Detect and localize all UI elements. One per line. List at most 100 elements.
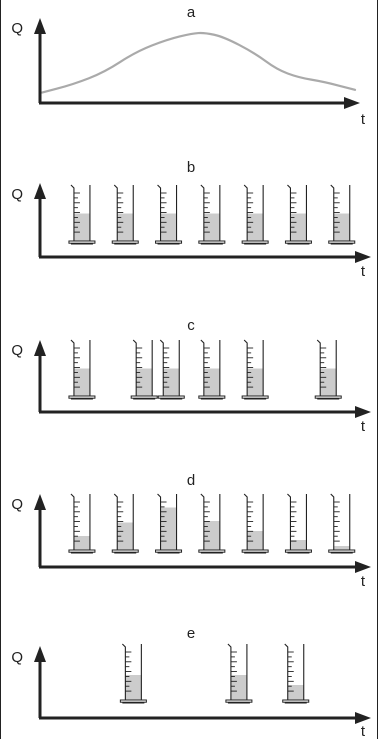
liquid-fill bbox=[290, 540, 307, 550]
x-axis-arrow-icon bbox=[355, 251, 371, 263]
measuring-cylinder bbox=[284, 493, 312, 554]
liquid-fill bbox=[333, 546, 350, 550]
measuring-cylinder bbox=[68, 493, 96, 554]
y-axis-label: Q bbox=[11, 342, 23, 359]
cylinder-base bbox=[241, 549, 269, 553]
panel-label: a bbox=[187, 4, 196, 21]
measuring-cylinder bbox=[157, 339, 185, 400]
measuring-cylinder bbox=[111, 493, 139, 554]
y-axis-label: Q bbox=[11, 496, 23, 513]
cylinder-base bbox=[68, 240, 96, 244]
cylinder-base bbox=[241, 240, 269, 244]
panel-label: e bbox=[187, 625, 195, 642]
measuring-cylinder bbox=[111, 184, 139, 245]
measuring-cylinder bbox=[241, 184, 269, 245]
panel-a: Qt a bbox=[11, 4, 366, 128]
cylinder-base bbox=[198, 549, 226, 553]
liquid-fill bbox=[320, 368, 337, 396]
y-axis-arrow-icon bbox=[34, 494, 46, 510]
liquid-fill bbox=[117, 213, 134, 241]
y-axis-arrow-icon bbox=[34, 646, 46, 662]
panel-label: b bbox=[187, 159, 195, 176]
cylinder-base bbox=[157, 395, 185, 399]
measuring-cylinder bbox=[155, 493, 183, 554]
measuring-cylinder bbox=[225, 643, 253, 704]
cylinder-base bbox=[314, 395, 342, 399]
measuring-cylinder bbox=[155, 184, 183, 245]
cylinder-base bbox=[155, 549, 183, 553]
liquid-fill bbox=[73, 213, 90, 241]
cylinder-base bbox=[241, 395, 269, 399]
cylinder-base bbox=[282, 699, 310, 703]
measuring-cylinder bbox=[284, 184, 312, 245]
measuring-cylinder bbox=[198, 493, 226, 554]
liquid-fill bbox=[160, 507, 177, 550]
cylinder-base bbox=[111, 549, 139, 553]
cylinder-base bbox=[130, 395, 158, 399]
liquid-fill bbox=[287, 685, 304, 700]
liquid-fill bbox=[203, 368, 220, 396]
liquid-fill bbox=[247, 531, 264, 550]
liquid-fill bbox=[117, 522, 134, 550]
panel-label: d bbox=[187, 472, 195, 489]
cylinder-base bbox=[198, 240, 226, 244]
liquid-fill bbox=[73, 368, 90, 396]
cylinder-base bbox=[155, 240, 183, 244]
liquid-fill bbox=[247, 368, 264, 396]
x-axis-label: t bbox=[361, 263, 366, 280]
y-axis-arrow-icon bbox=[34, 340, 46, 356]
measuring-cylinder bbox=[328, 493, 356, 554]
liquid-fill bbox=[333, 213, 350, 241]
panel-d: Qt d bbox=[11, 472, 371, 590]
measuring-cylinder bbox=[68, 339, 96, 400]
measuring-cylinder bbox=[198, 339, 226, 400]
liquid-fill bbox=[163, 368, 180, 396]
measuring-cylinder bbox=[241, 493, 269, 554]
x-axis-arrow-icon bbox=[355, 712, 371, 724]
x-axis-arrow-icon bbox=[355, 561, 371, 573]
measuring-cylinder bbox=[198, 184, 226, 245]
liquid-fill bbox=[203, 521, 220, 550]
cylinder-base bbox=[111, 240, 139, 244]
measuring-cylinder bbox=[130, 339, 158, 400]
measuring-cylinder bbox=[328, 184, 356, 245]
panel-b: Qt b bbox=[11, 159, 371, 280]
cylinder-outline bbox=[330, 493, 351, 551]
x-axis-label: t bbox=[361, 723, 366, 739]
panel-label: c bbox=[187, 317, 195, 334]
liquid-fill bbox=[136, 368, 153, 396]
x-axis-label: t bbox=[361, 418, 366, 435]
cylinder-base bbox=[198, 395, 226, 399]
liquid-fill bbox=[73, 536, 90, 550]
liquid-fill bbox=[290, 213, 307, 241]
x-axis-label: t bbox=[361, 573, 366, 590]
y-axis-label: Q bbox=[11, 186, 23, 203]
liquid-fill bbox=[160, 213, 177, 241]
liquid-fill bbox=[247, 213, 264, 241]
x-axis-label: t bbox=[361, 111, 366, 128]
cylinder-base bbox=[225, 699, 253, 703]
x-axis-arrow-icon bbox=[344, 97, 360, 109]
cylinder-base bbox=[328, 240, 356, 244]
measuring-cylinder bbox=[241, 339, 269, 400]
cylinder-base bbox=[328, 549, 356, 553]
cylinder-base bbox=[68, 549, 96, 553]
liquid-fill bbox=[125, 675, 142, 700]
cylinder-base bbox=[119, 699, 147, 703]
y-axis-label: Q bbox=[11, 649, 23, 666]
measuring-cylinder bbox=[314, 339, 342, 400]
x-axis-arrow-icon bbox=[355, 406, 371, 418]
liquid-fill bbox=[230, 675, 247, 700]
y-axis-arrow-icon bbox=[34, 18, 46, 34]
y-axis-arrow-icon bbox=[34, 183, 46, 199]
y-axis-label: Q bbox=[11, 20, 23, 37]
cylinder-base bbox=[284, 240, 312, 244]
panel-e: Qt e bbox=[11, 625, 371, 739]
measuring-cylinder bbox=[119, 643, 147, 704]
cylinder-base bbox=[284, 549, 312, 553]
cylinder-base bbox=[68, 395, 96, 399]
panel-c: Qt c bbox=[11, 317, 371, 435]
measuring-cylinder bbox=[68, 184, 96, 245]
